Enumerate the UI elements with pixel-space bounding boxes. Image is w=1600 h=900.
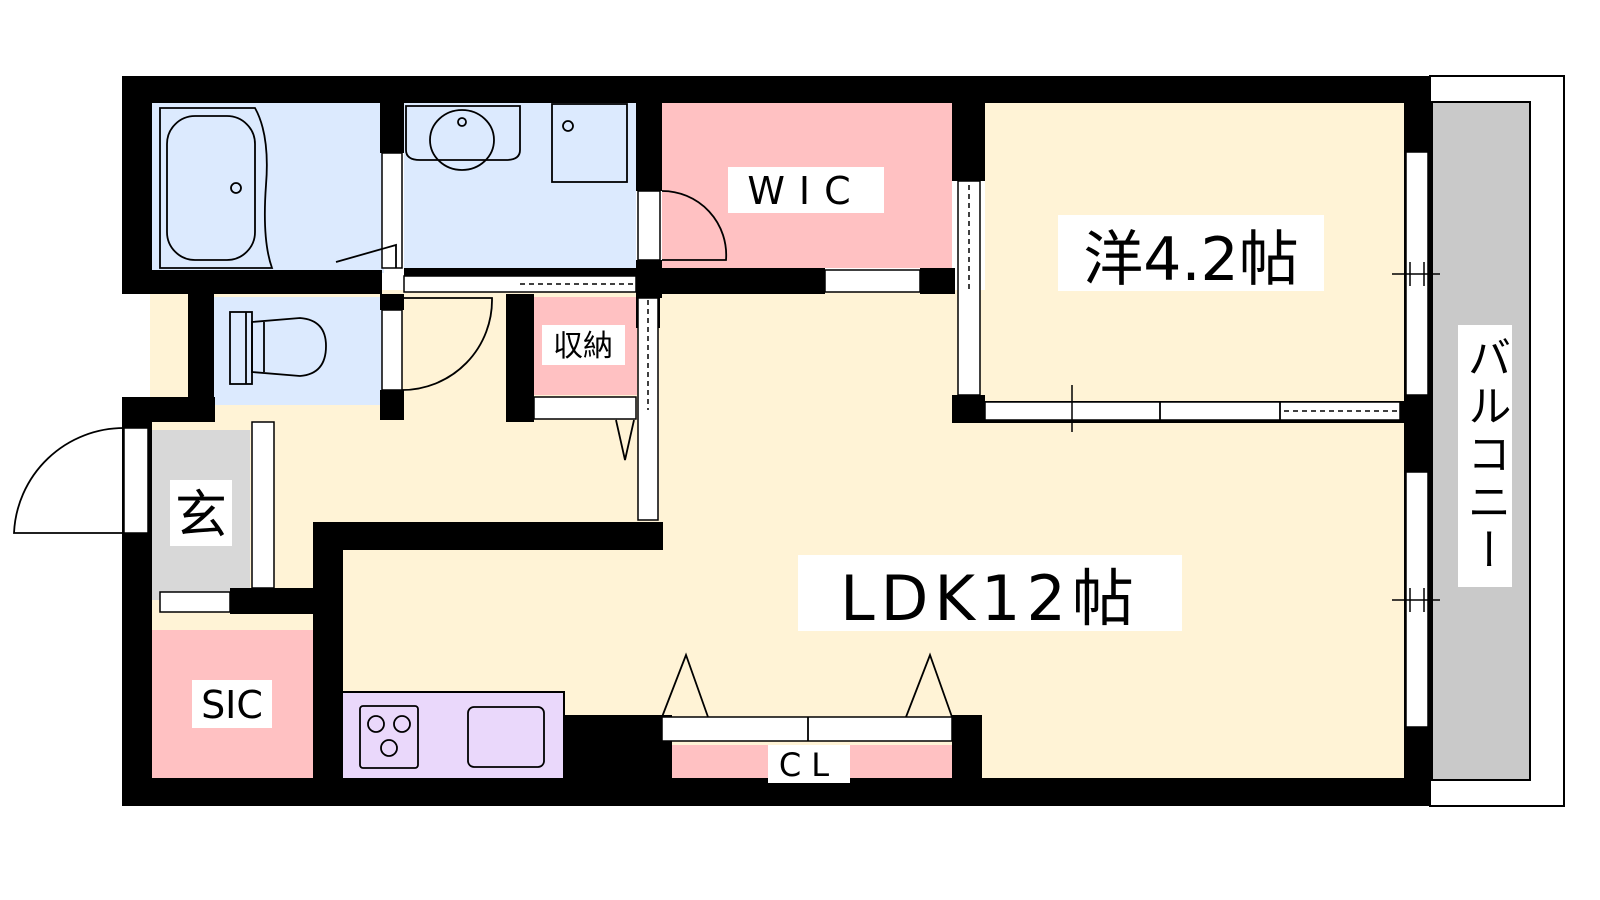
balcony-floor xyxy=(1431,101,1531,781)
storage-label: 収納 xyxy=(553,329,613,364)
sic-label: SIC xyxy=(201,683,263,727)
bathtub-icon xyxy=(159,107,274,269)
bathroom-floor xyxy=(152,103,384,273)
balcony-label-bg xyxy=(1458,325,1512,587)
closet-label: CL xyxy=(779,746,839,784)
balcony-label: バルコニー xyxy=(1460,335,1511,575)
toilet-icon xyxy=(229,311,327,385)
entrance-label: 玄 xyxy=(175,486,227,546)
sink-icon xyxy=(405,105,521,171)
storage-label-bg xyxy=(542,325,625,365)
western-room-label-bg xyxy=(1058,215,1324,291)
kitchen-sink-icon xyxy=(467,706,545,768)
ldk-label-bg xyxy=(798,555,1182,631)
western-room-label: 洋4.2帖 xyxy=(1083,225,1298,295)
washing-machine-icon xyxy=(551,103,628,183)
wic-label-bg xyxy=(728,167,884,213)
wic-label: WIC xyxy=(747,169,864,213)
toilet-floor xyxy=(214,297,386,405)
entrance-label-bg xyxy=(170,480,232,546)
closet-label-bg xyxy=(768,745,850,783)
door-swings xyxy=(13,190,1281,741)
ldk-label: LDK12帖 xyxy=(840,562,1140,635)
sliding-door-tracks xyxy=(520,185,1398,412)
window-ticks xyxy=(1071,262,1440,612)
sic-label-bg xyxy=(192,680,272,728)
stove-icon xyxy=(359,705,419,769)
